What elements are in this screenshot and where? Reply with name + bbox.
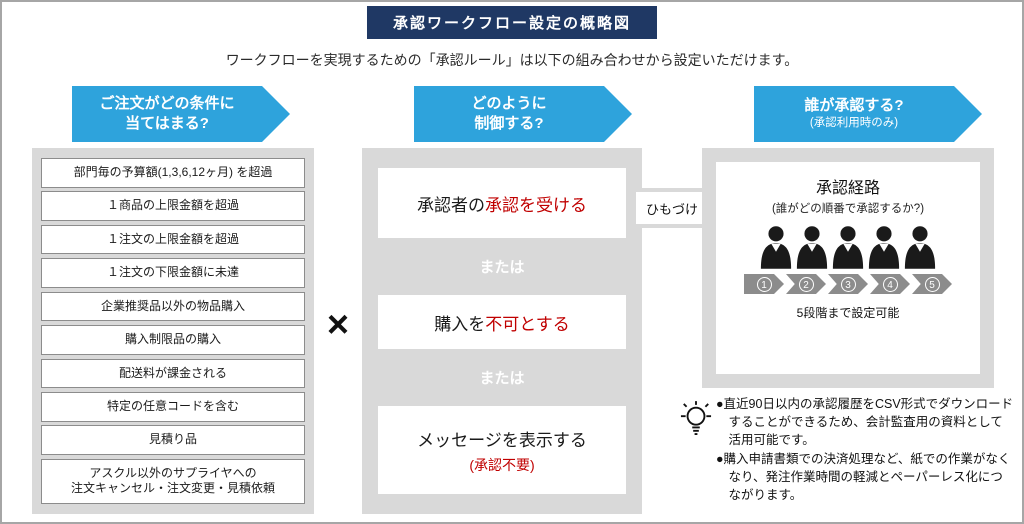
condition-item: 特定の任意コードを含む [41,391,305,422]
capacity-note: 5段階まで設定可能 [796,306,900,320]
diagram-subtitle: ワークフローを実現するための「承認ルール」は以下の組み合わせから設定いただけます… [225,52,799,68]
condition-item: 部門毎の予算額(1,3,6,12ヶ月) を超過 [41,158,305,188]
step-number: 5 [924,276,940,292]
person-icon [796,226,828,269]
step-chevron: 4 [870,274,910,294]
approver-icons-row [716,224,980,270]
condition-item: 購入制限品の購入 [41,325,305,355]
step-chevron: 2 [786,274,826,294]
approver-header-label: 誰が承認する? [804,97,904,115]
note-bullet: ●直近90日以内の承認履歴をCSV形式でダウンロードすることができるため、会計監… [716,397,1014,447]
condition-item: １注文の上限金額を超過 [41,224,305,255]
control-option-message-text: メッセージを表示する [417,430,587,450]
control-option-block-highlight: 不可とする [485,314,570,334]
control-panel: 承認者の承認を受ける または 購入を不可とする または メッセージを表示する (… [362,148,642,514]
conditions-panel: 部門毎の予算額(1,3,6,12ヶ月) を超過 １商品の上限金額を超過 １注文の… [32,148,314,514]
control-option-block: 購入を不可とする [378,295,626,349]
condition-item: 企業推奨品以外の物品購入 [41,291,305,322]
condition-item: 見積り品 [41,425,305,455]
condition-item: 配送料が課金される [41,358,305,389]
control-option-message: メッセージを表示する (承認不要) [378,406,626,494]
control-option-block-text: 購入を [434,314,486,334]
or-separator: または [479,259,525,276]
approver-header-arrow: 誰が承認する? (承認利用時のみ) [754,86,982,142]
lightbulb-icon [680,401,712,435]
conditions-header-label: ご注文がどの条件に 当てはまる? [99,94,235,132]
condition-item: アスクル以外のサプライヤへの 注文キャンセル・注文変更・見積依頼 [41,458,305,504]
step-chevron: 5 [912,274,952,294]
control-option-approval-text: 承認者の [417,195,485,215]
approval-route-card: 承認経路 (誰がどの順番で承認するか?) 1 2 3 4 5 5段階まで設定可能 [716,162,980,374]
person-icon [832,226,864,269]
himozuke-label: ひもづけ [636,192,708,224]
control-option-approval-highlight: 承認を受ける [485,195,587,215]
person-icon [904,226,936,269]
notes-block: ●直近90日以内の承認履歴をCSV形式でダウンロードすることができるため、会計監… [716,396,1014,507]
person-icon [760,226,792,269]
step-number: 2 [798,276,814,292]
person-icon [868,226,900,269]
control-header-arrow: どのように 制御する? [414,86,632,142]
step-number: 4 [882,276,898,292]
control-option-message-note: (承認不要) [469,456,535,473]
approver-header-sublabel: (承認利用時のみ) [809,117,899,130]
conditions-header-arrow: ご注文がどの条件に 当てはまる? [72,86,290,142]
multiply-sign: × [326,304,350,346]
control-option-approval: 承認者の承認を受ける [378,168,626,238]
note-bullet: ●購入申請書類での決済処理など、紙での作業がなくなり、発注作業時間の軽減とペーパ… [716,452,1011,502]
step-number: 1 [756,276,772,292]
route-title: 承認経路 [815,180,880,197]
step-sequence: 1 2 3 4 5 [716,274,980,294]
step-chevron: 3 [828,274,868,294]
step-number: 3 [840,276,856,292]
diagram-title: 承認ワークフロー設定の概略図 [366,6,658,39]
condition-item: １注文の下限金額に未達 [41,258,305,288]
route-subtitle: (誰がどの順番で承認するか?) [771,203,925,215]
step-chevron: 1 [744,274,784,294]
or-separator: または [479,370,525,387]
condition-item: １商品の上限金額を超過 [41,191,305,222]
control-header-label: どのように 制御する? [471,94,547,132]
